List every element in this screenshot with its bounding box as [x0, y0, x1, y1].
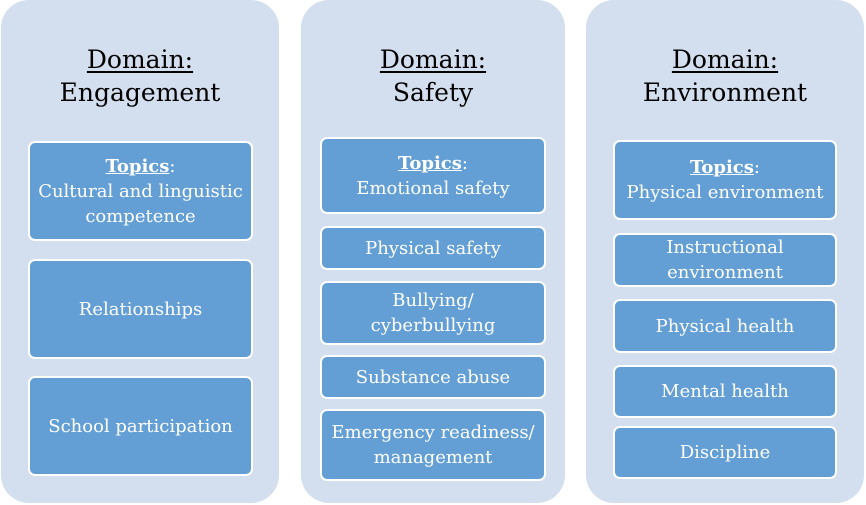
topic-text: Bullying/ cyberbullying [370, 290, 496, 336]
topic-text: Discipline [679, 442, 771, 463]
topics-heading: Topics: [398, 151, 468, 176]
topic-box: Physical health [613, 299, 837, 353]
topics-heading: Topics: [106, 154, 176, 179]
topics-label: Topics [690, 157, 754, 178]
domain-name: Engagement [59, 78, 221, 107]
topics-colon: : [753, 157, 760, 178]
domain-engagement-panel: Domain: Engagement Topics: Cultural and … [1, 0, 279, 503]
topic-box: Physical safety [320, 226, 546, 270]
topics-heading: Topics: [690, 155, 760, 180]
topic-text: Emergency readiness/ management [331, 422, 535, 468]
topic-box: Discipline [613, 426, 837, 479]
domain-label: Domain: [86, 45, 194, 74]
topic-text: Cultural and linguistic competence [38, 180, 243, 227]
topic-text: Physical health [655, 315, 795, 337]
topic-box: Topics: Physical environment [613, 140, 837, 220]
domain-environment-panel: Domain: Environment Topics: Physical env… [586, 0, 864, 503]
topic-text: Substance abuse [355, 366, 511, 388]
topic-box: Topics: Cultural and linguistic competen… [28, 141, 253, 241]
domain-name: Environment [642, 78, 808, 107]
topic-text: Instructional environment [666, 237, 784, 283]
topic-text: Physical environment [626, 182, 824, 203]
topic-box: Substance abuse [320, 355, 546, 399]
topics-label: Topics [398, 152, 462, 174]
domain-title: Domain: Environment [586, 43, 864, 109]
domain-label: Domain: [671, 45, 779, 74]
domain-title: Domain: Engagement [1, 43, 279, 109]
topic-box: Mental health [613, 365, 837, 418]
domain-title: Domain: Safety [301, 43, 565, 109]
topic-text: Emotional safety [356, 177, 510, 199]
topic-text: Relationships [78, 298, 203, 320]
topic-box: Emergency readiness/ management [320, 409, 546, 481]
domain-name: Safety [392, 78, 474, 107]
topics-colon: : [461, 152, 468, 174]
topic-box: Topics: Emotional safety [320, 137, 546, 214]
topics-colon: : [169, 155, 176, 177]
topic-text: Mental health [661, 381, 789, 402]
topics-label: Topics [105, 155, 170, 177]
topic-box: School participation [28, 376, 253, 476]
topic-text: Physical safety [365, 237, 501, 259]
domain-safety-panel: Domain: Safety Topics: Emotional safety … [301, 0, 565, 503]
domain-label: Domain: [379, 45, 487, 74]
topic-box: Relationships [28, 259, 253, 359]
topic-box: Instructional environment [613, 233, 837, 287]
topic-box: Bullying/ cyberbullying [320, 281, 546, 345]
topic-text: School participation [48, 415, 233, 437]
